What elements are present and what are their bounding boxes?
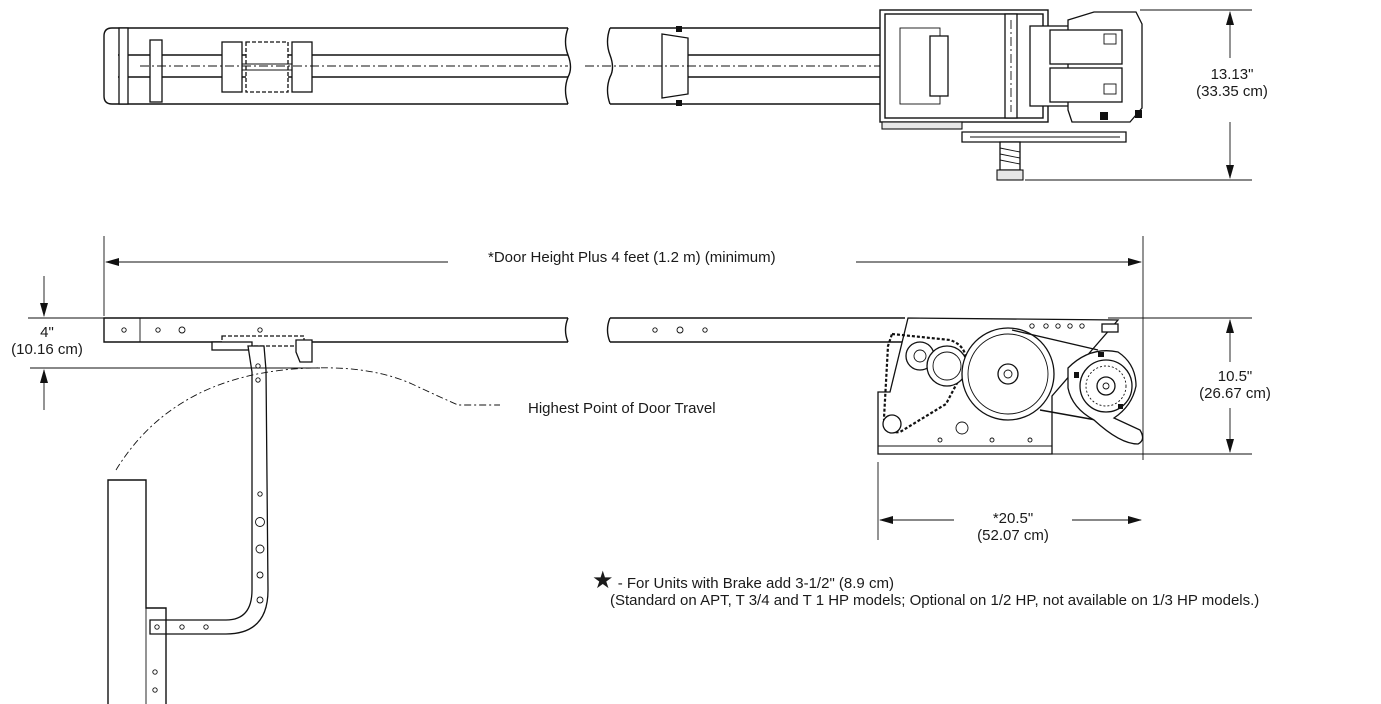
footnote-line1: - For Units with Brake add 3-1/2" (8.9 c… — [617, 575, 894, 592]
top-rail-right — [606, 26, 880, 106]
head-height-dimension — [1052, 317, 1252, 455]
side-rail-right — [606, 317, 905, 343]
footnote-line1-row: ★ - For Units with Brake add 3-1/2" (8.9… — [592, 568, 1259, 592]
side-view — [28, 236, 1252, 704]
side-power-head — [877, 317, 1144, 455]
head-height-imperial: 10.5" — [1217, 368, 1253, 385]
door-travel-label: Highest Point of Door Travel — [528, 400, 716, 417]
head-length-label: *20.5" (52.07 cm) — [960, 510, 1066, 545]
rail-length-label: *Door Height Plus 4 feet (1.2 m) (minimu… — [488, 249, 776, 266]
clearance-dimension — [28, 276, 320, 410]
top-height-label: 13.13" (33.35 cm) — [1182, 66, 1282, 101]
rail-length-dimension — [103, 236, 1144, 460]
clearance-metric: (10.16 cm) — [11, 341, 83, 359]
door-panel — [107, 479, 167, 704]
top-height-imperial: 13.13" — [1210, 66, 1254, 83]
head-length-imperial: *20.5" — [992, 510, 1034, 527]
head-height-label: 10.5" (26.67 cm) — [1192, 368, 1278, 403]
footnote: ★ - For Units with Brake add 3-1/2" (8.9… — [592, 568, 1259, 610]
head-height-metric: (26.67 cm) — [1199, 385, 1271, 403]
top-height-dimension — [1025, 9, 1252, 181]
clearance-imperial: 4" — [40, 324, 54, 341]
head-length-dimension — [877, 462, 1142, 540]
door-travel-arc — [115, 367, 500, 471]
clearance-label: 4" (10.16 cm) — [0, 324, 94, 359]
side-rail-left — [103, 317, 569, 363]
top-rail-left — [103, 27, 572, 105]
top-power-head — [879, 9, 1143, 181]
door-arm — [149, 345, 269, 635]
top-view — [103, 9, 1252, 181]
head-length-metric: (52.07 cm) — [977, 527, 1049, 545]
star-icon: ★ — [592, 566, 614, 594]
footnote-line2: (Standard on APT, T 3/4 and T 1 HP model… — [610, 592, 1260, 610]
top-height-metric: (33.35 cm) — [1196, 83, 1268, 101]
